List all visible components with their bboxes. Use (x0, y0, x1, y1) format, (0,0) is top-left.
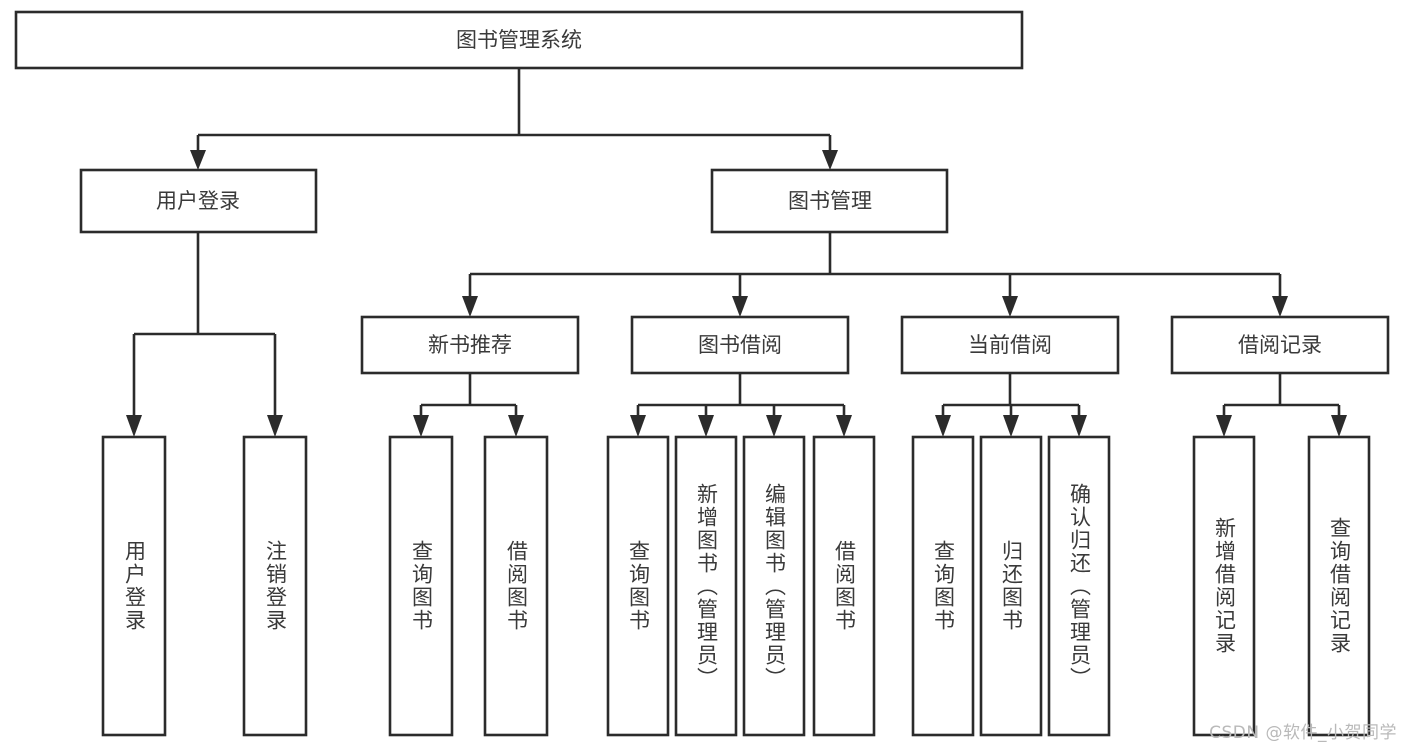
arrow-br-leaf-2-icon (1331, 415, 1347, 437)
arrow-root-to-user-login-icon (190, 150, 206, 170)
node-book-management-box[interactable] (710, 168, 949, 234)
node-root-box[interactable] (14, 10, 1024, 70)
arrow-bb-leaf-2-icon (698, 415, 714, 437)
leaf-box-nbr-query-book[interactable] (388, 435, 454, 737)
arrow-bb-leaf-3-icon (766, 415, 782, 437)
node-new-book-recommend[interactable]: 新书推荐 (360, 315, 580, 375)
node-book-borrow-label: 图书借阅 (698, 333, 782, 357)
leaf-box-user-login[interactable] (101, 435, 167, 737)
arrow-bb-leaf-4-icon (836, 415, 852, 437)
node-new-book-recommend-box[interactable] (360, 315, 580, 375)
leaf-box-cb-query-book[interactable] (911, 435, 975, 737)
node-borrow-record-label: 借阅记录 (1238, 333, 1322, 357)
leaf-box-bb-edit-book-admin[interactable] (742, 435, 806, 737)
leaf-box-bb-add-book-admin[interactable] (674, 435, 738, 737)
arrow-nbr-leaf-2-icon (508, 415, 524, 437)
node-user-login[interactable]: 用户登录 (79, 168, 318, 234)
watermark-text: CSDN @软件_小贺同学 (1209, 723, 1397, 743)
connectors-root-to-level2 (190, 68, 838, 170)
node-current-borrow[interactable]: 当前借阅 (900, 315, 1120, 375)
leaf-box-br-add-record[interactable] (1192, 435, 1256, 737)
leaf-box-br-query-record[interactable] (1307, 435, 1371, 737)
arrow-br-leaf-1-icon (1216, 415, 1232, 437)
node-user-login-box[interactable] (79, 168, 318, 234)
node-current-borrow-box[interactable] (900, 315, 1120, 375)
node-root[interactable]: 图书管理系统 (14, 10, 1024, 70)
node-book-management-label: 图书管理 (788, 189, 872, 213)
connectors-current-borrow-to-leaves (935, 373, 1087, 437)
leaf-box-nbr-borrow-book[interactable] (483, 435, 549, 737)
node-borrow-record[interactable]: 借阅记录 (1170, 315, 1390, 375)
connectors-new-book-recommend-to-leaves (413, 373, 524, 437)
node-book-borrow[interactable]: 图书借阅 (630, 315, 850, 375)
arrow-user-login-leaf-1-icon (126, 415, 142, 437)
leaf-box-logout[interactable] (242, 435, 308, 737)
leaf-box-cb-return-book[interactable] (979, 435, 1043, 737)
node-book-management[interactable]: 图书管理 (710, 168, 949, 234)
arrow-to-book-borrow-icon (732, 296, 748, 317)
arrow-to-borrow-record-icon (1272, 296, 1288, 317)
node-borrow-record-box[interactable] (1170, 315, 1390, 375)
connectors-book-mgmt-to-level3 (462, 232, 1288, 317)
leaf-box-cb-confirm-return-admin[interactable] (1047, 435, 1111, 737)
arrow-root-to-book-mgmt-icon (822, 150, 838, 170)
connectors-user-login-to-leaves (126, 232, 283, 437)
node-new-book-recommend-label: 新书推荐 (428, 333, 512, 357)
leaf-box-bb-borrow-book[interactable] (812, 435, 876, 737)
arrow-nbr-leaf-1-icon (413, 415, 429, 437)
node-user-login-label: 用户登录 (156, 189, 240, 213)
leaf-box-bb-query-book[interactable] (606, 435, 670, 737)
arrow-to-new-book-recommend-icon (462, 296, 478, 317)
arrow-cb-leaf-3-icon (1071, 415, 1087, 437)
arrow-cb-leaf-2-icon (1003, 415, 1019, 437)
node-book-borrow-box[interactable] (630, 315, 850, 375)
connectors-book-borrow-to-leaves (630, 373, 852, 437)
arrow-user-login-leaf-2-icon (267, 415, 283, 437)
node-root-label: 图书管理系统 (456, 28, 582, 52)
arrow-to-current-borrow-icon (1002, 296, 1018, 317)
arrow-cb-leaf-1-icon (935, 415, 951, 437)
arrow-bb-leaf-1-icon (630, 415, 646, 437)
node-current-borrow-label: 当前借阅 (968, 333, 1052, 357)
connectors-borrow-record-to-leaves (1216, 373, 1347, 437)
